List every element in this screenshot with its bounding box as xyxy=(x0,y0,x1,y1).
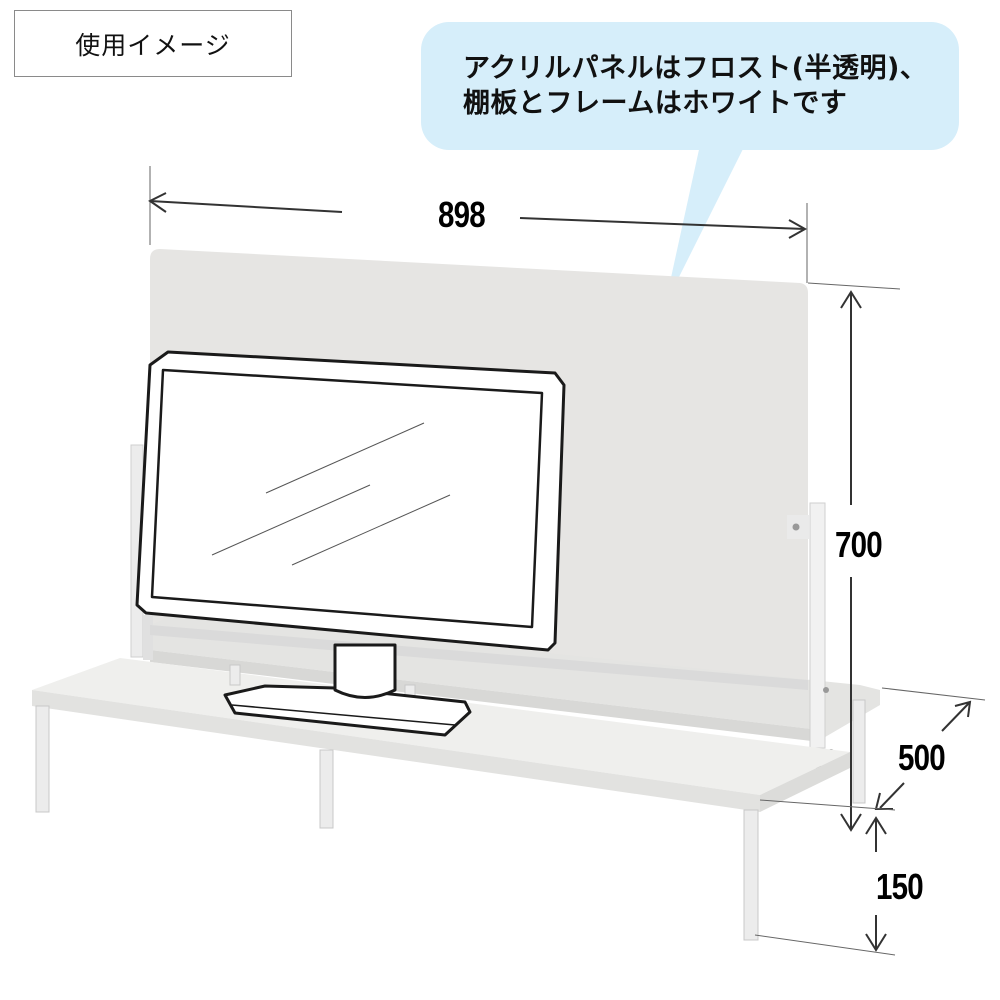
monitor-illustration xyxy=(135,350,566,737)
depth-value: 500 xyxy=(898,737,946,778)
right-frame-post xyxy=(809,502,826,749)
width-value: 898 xyxy=(438,194,486,235)
usage-image-label-text: 使用イメージ xyxy=(75,30,231,60)
depth-dimension-line xyxy=(759,687,986,811)
shelf-height-dimension-line xyxy=(754,816,896,956)
height-dimension-line xyxy=(807,282,901,832)
width-dimension-line xyxy=(148,166,808,283)
callout-line-1: アクリルパネルはフロスト(半透明)、 xyxy=(463,53,928,84)
callout-line-2: 棚板とフレームはホワイトです xyxy=(463,88,848,119)
shelf-height-value: 150 xyxy=(876,866,924,907)
callout-bubble: アクリルパネルはフロスト(半透明)、 棚板とフレームはホワイトです xyxy=(421,22,959,150)
bolt-icon xyxy=(792,523,800,531)
usage-image-label: 使用イメージ xyxy=(14,10,292,77)
shelf-legs xyxy=(35,664,866,941)
height-value: 700 xyxy=(835,524,883,565)
